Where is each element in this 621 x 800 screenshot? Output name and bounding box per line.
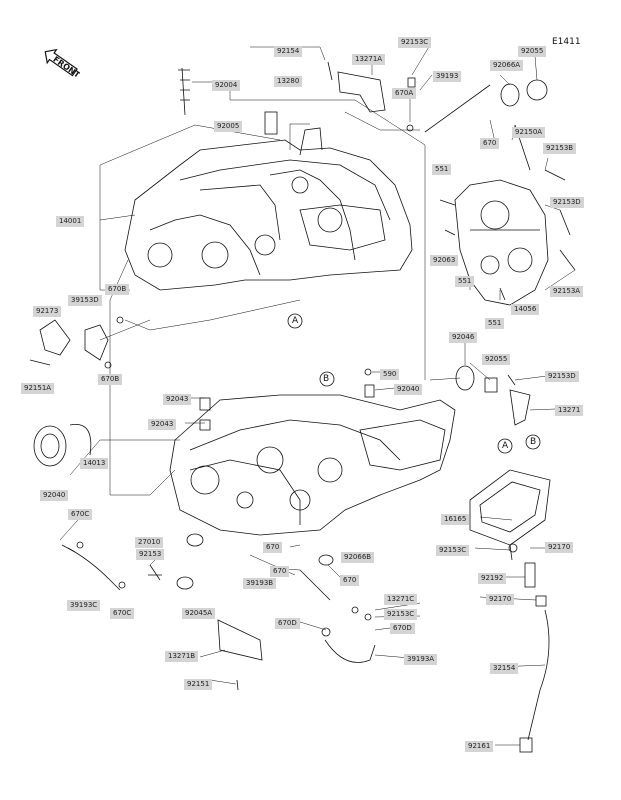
part-label[interactable]: 92153A: [550, 286, 584, 297]
part-label[interactable]: 670C: [110, 608, 135, 619]
part-label[interactable]: 92063: [430, 255, 459, 266]
part-label[interactable]: 670B: [98, 374, 123, 385]
diagram-id: E1411: [552, 37, 581, 47]
right-cover: [454, 179, 549, 306]
part-label[interactable]: 39193: [433, 71, 462, 82]
part-label[interactable]: 92043: [163, 394, 192, 405]
part-label[interactable]: 39193A: [404, 654, 438, 665]
part-label[interactable]: 92192: [478, 573, 507, 584]
part-label[interactable]: 670: [263, 542, 283, 553]
callout-a-pan: A: [502, 441, 509, 451]
part-label[interactable]: 16165: [441, 514, 470, 525]
front-direction-icon: FRONT: [44, 48, 80, 80]
part-label[interactable]: 92055: [518, 46, 547, 57]
part-label[interactable]: 92170: [486, 594, 515, 605]
part-label[interactable]: 92043: [148, 419, 177, 430]
upper-crankcase: [124, 139, 413, 291]
part-label[interactable]: 14013: [80, 458, 109, 469]
part-label[interactable]: 92150A: [512, 127, 546, 138]
part-label[interactable]: 14056: [511, 304, 540, 315]
part-label[interactable]: 13271: [555, 405, 584, 416]
part-label[interactable]: 670: [270, 566, 290, 577]
part-label[interactable]: 39153D: [68, 295, 102, 306]
part-label[interactable]: 92040: [394, 384, 423, 395]
part-label[interactable]: 92045A: [182, 608, 216, 619]
part-label[interactable]: 92066B: [341, 552, 375, 563]
lower-crankcase: [169, 394, 456, 536]
part-label[interactable]: 13271B: [165, 651, 199, 662]
part-label[interactable]: 92151A: [21, 383, 55, 394]
part-label[interactable]: 92153C: [436, 545, 470, 556]
part-label[interactable]: 670D: [275, 618, 300, 629]
part-label[interactable]: 13280: [274, 76, 303, 87]
part-label[interactable]: 92005: [214, 121, 243, 132]
part-label[interactable]: 13271C: [384, 594, 418, 605]
part-label[interactable]: 92040: [40, 490, 69, 501]
part-label[interactable]: 92055: [482, 354, 511, 365]
part-label[interactable]: 14001: [56, 216, 85, 227]
part-label[interactable]: 92046: [449, 332, 478, 343]
part-label[interactable]: 32154: [490, 663, 519, 674]
part-label[interactable]: 92151: [184, 679, 213, 690]
part-label[interactable]: 670: [480, 138, 500, 149]
part-label[interactable]: 92153C: [384, 609, 418, 620]
part-label[interactable]: 92154: [274, 46, 303, 57]
callout-b-lower: B: [323, 374, 330, 384]
part-label[interactable]: 92153B: [543, 143, 577, 154]
part-label[interactable]: 39193C: [67, 600, 101, 611]
part-label[interactable]: 92004: [212, 80, 241, 91]
part-label[interactable]: 27010: [135, 537, 164, 548]
part-label[interactable]: 39193B: [243, 578, 277, 589]
part-label[interactable]: 670B: [105, 284, 130, 295]
oil-pan: [469, 469, 551, 546]
callout-a-upper: A: [292, 316, 299, 326]
part-label[interactable]: 92153D: [550, 197, 584, 208]
part-label[interactable]: 670A: [392, 88, 417, 99]
part-label[interactable]: 551: [455, 276, 475, 287]
part-label[interactable]: 551: [432, 164, 452, 175]
part-label[interactable]: 670: [340, 575, 360, 586]
part-label[interactable]: 92161: [465, 741, 494, 752]
part-label[interactable]: 92153: [136, 549, 165, 560]
part-label[interactable]: 92153D: [545, 371, 579, 382]
front-label: FRONT: [51, 55, 80, 80]
part-label[interactable]: 92153C: [398, 37, 432, 48]
part-label[interactable]: 551: [485, 318, 505, 329]
part-label[interactable]: 670C: [68, 509, 93, 520]
part-label[interactable]: 92170: [545, 542, 574, 553]
part-label[interactable]: 590: [380, 369, 400, 380]
part-label[interactable]: 92173: [33, 306, 62, 317]
part-label[interactable]: 670D: [390, 623, 415, 634]
part-label[interactable]: 92066A: [490, 60, 524, 71]
part-label[interactable]: 13271A: [352, 54, 386, 65]
callout-b-bracket: B: [530, 437, 537, 447]
